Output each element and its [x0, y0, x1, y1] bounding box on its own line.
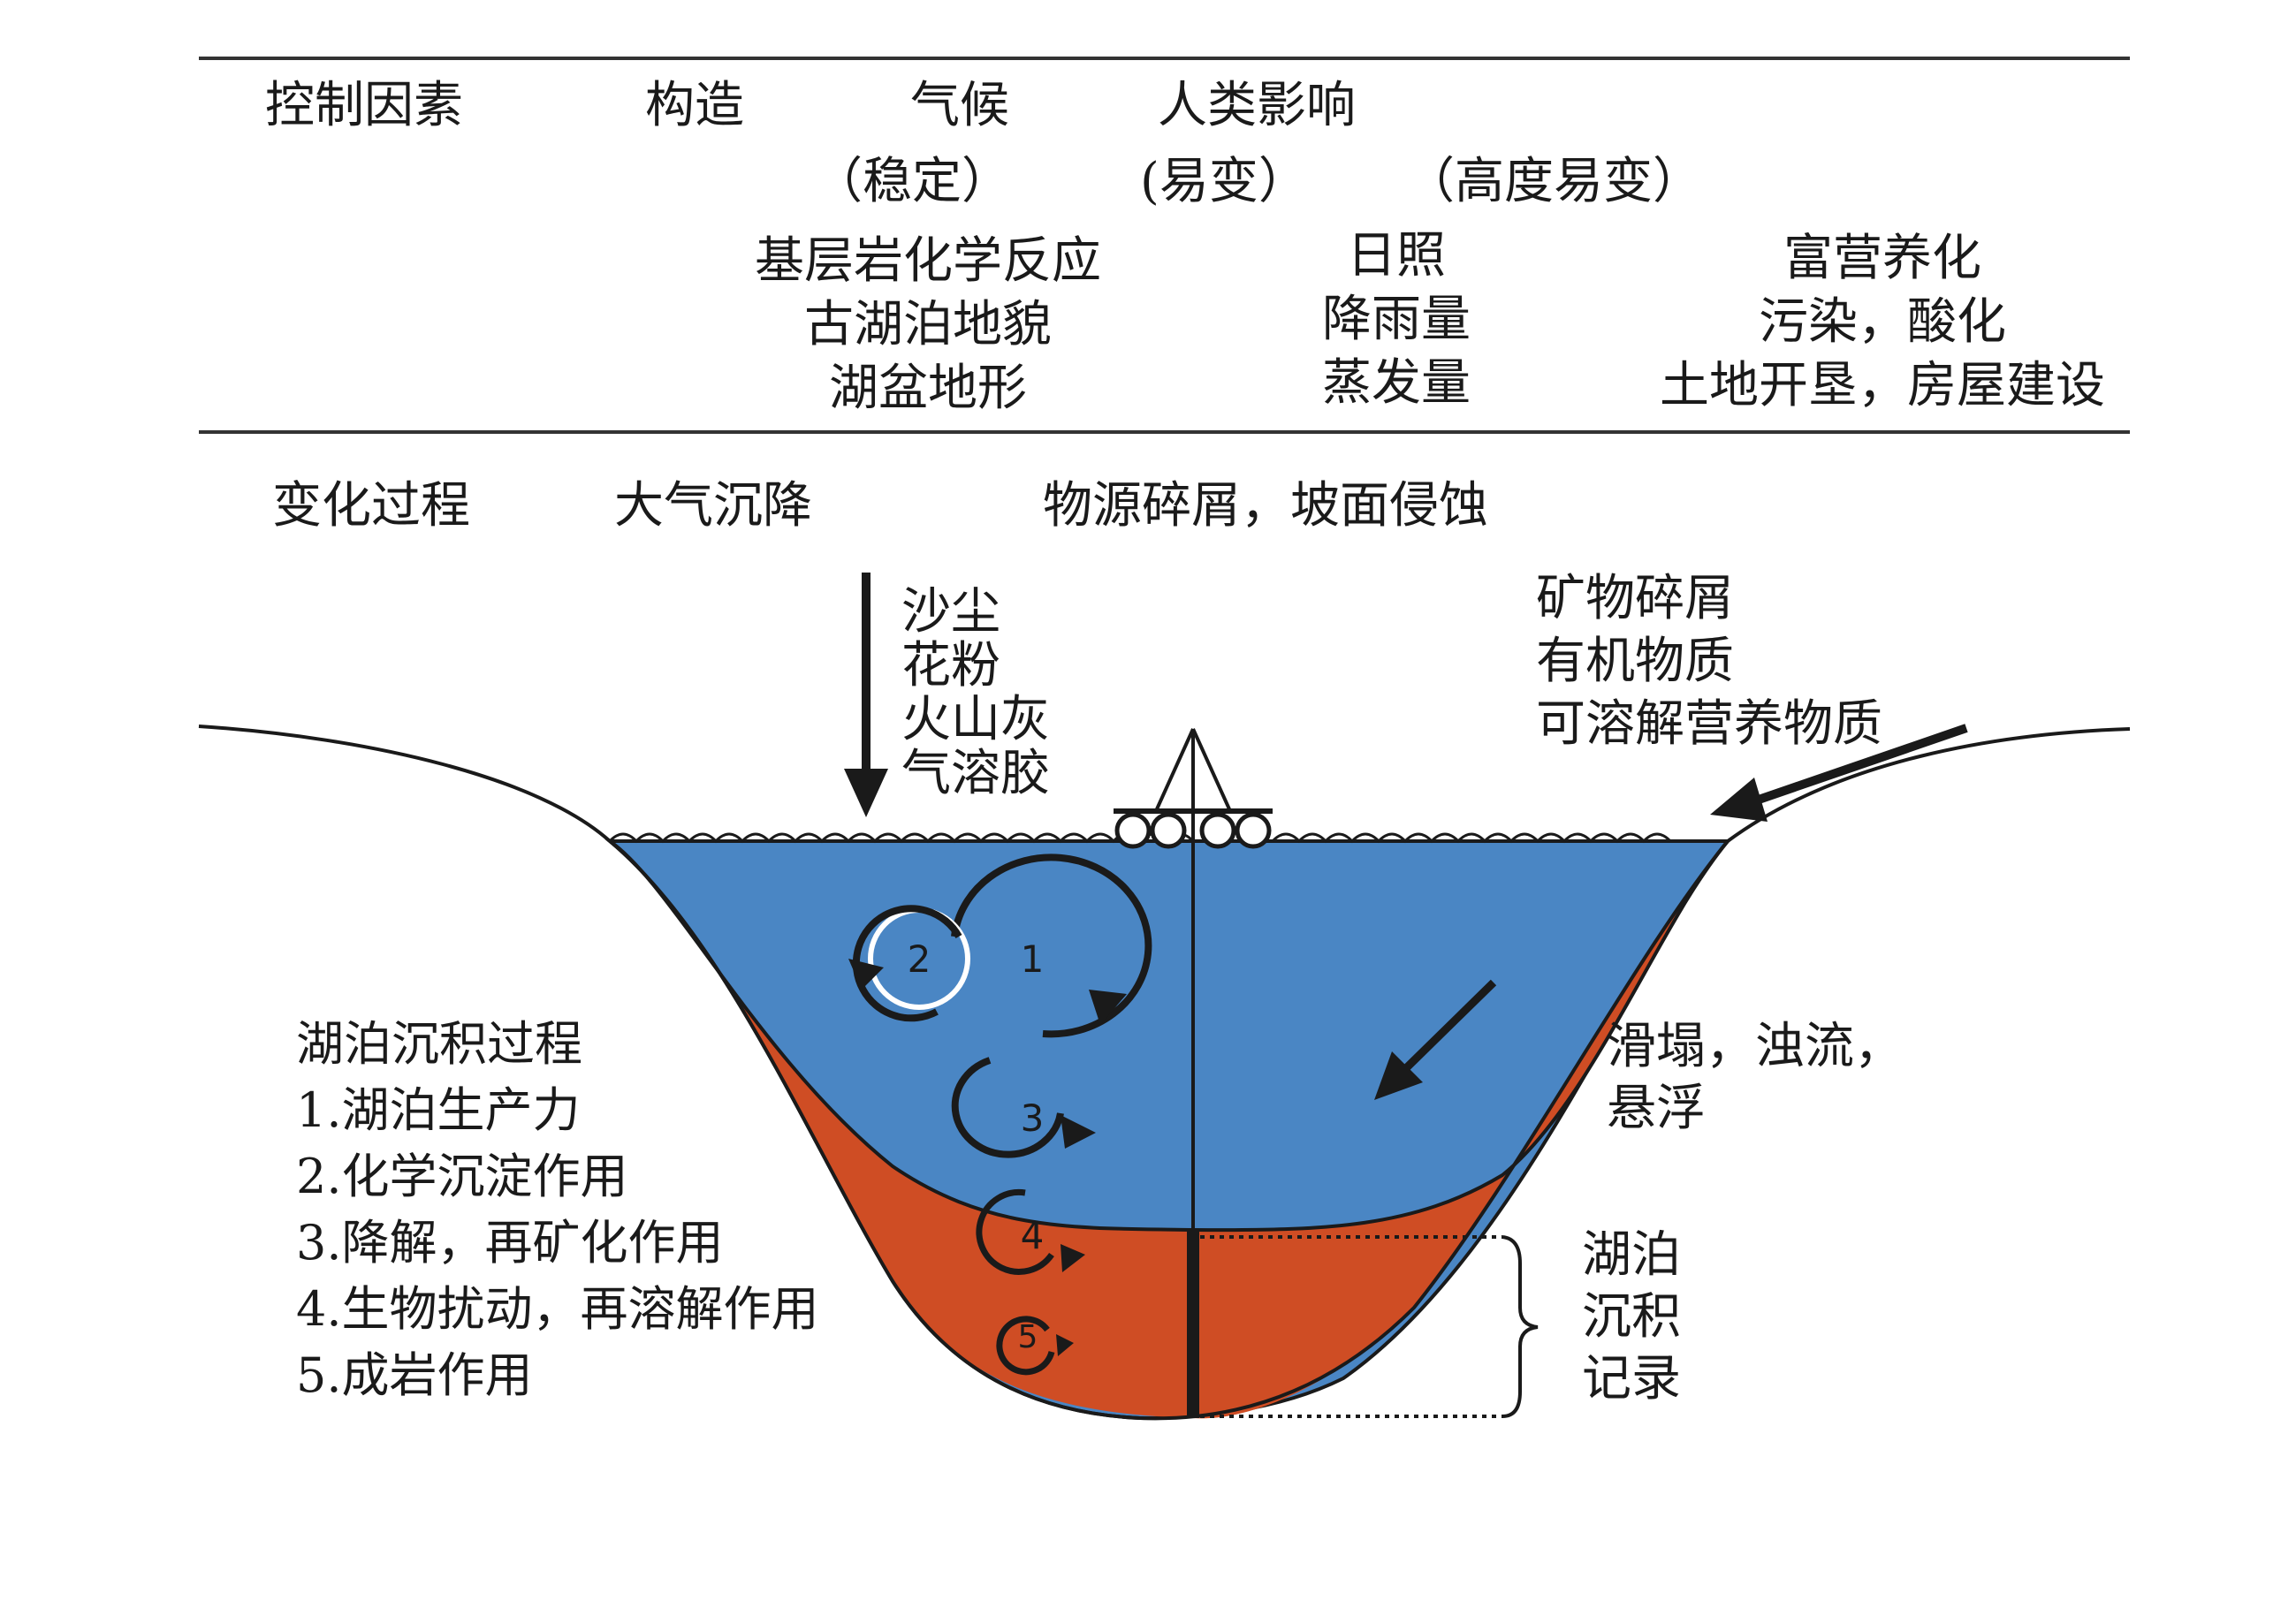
tectonic-item: 古湖泊地貌 [804, 296, 1052, 353]
cycle-number: 1 [1021, 937, 1045, 981]
legend-title: 湖泊沉积过程 [296, 1016, 582, 1072]
human-item: 富营养化 [1783, 230, 1981, 287]
atmospheric-item: 气溶胶 [901, 745, 1050, 802]
cycle-number: 5 [1018, 1319, 1038, 1355]
catchment-item: 有机物质 [1536, 633, 1734, 690]
record-line: 记录 [1582, 1350, 1681, 1407]
sediment-right [1193, 841, 1728, 1419]
human-items: 富营养化 污染，酸化 土地开垦，房屋建设 [1626, 234, 2139, 425]
cycle-3 [951, 1057, 1096, 1158]
record-bracket [1200, 1235, 1539, 1418]
climate-item: 日照 [1347, 227, 1446, 285]
cycle-number: 4 [1021, 1214, 1045, 1257]
atmospheric-item: 沙尘 [901, 583, 1000, 641]
legend-item: 3.降解，再矿化作用 [296, 1215, 724, 1271]
catchment-item: 矿物碎屑 [1536, 570, 1734, 627]
cycle-number: 2 [908, 937, 931, 981]
slump-label: 滑塌，浊流， 悬浮 [1607, 1022, 1904, 1146]
catchment-items: 矿物碎屑 有机物质 可溶解营养物质 [1536, 574, 1882, 762]
land-profile-left [198, 725, 612, 843]
highly-variable-label: （高度易变） [1405, 153, 1702, 210]
stable-label: （稳定） [813, 153, 1011, 210]
catchment-item: 可溶解营养物质 [1536, 695, 1882, 753]
slump-line: 滑塌，浊流， [1607, 1018, 1904, 1075]
atmospheric-item: 花粉 [901, 637, 1000, 694]
slump-line: 悬浮 [1607, 1080, 1706, 1137]
human-item: 土地开垦，房屋建设 [1660, 357, 2105, 414]
cycle-number: 3 [1021, 1096, 1045, 1140]
atmospheric-item: 火山灰 [901, 691, 1050, 748]
cycle-1 [951, 854, 1152, 1038]
human-impact-label: 人类影响 [1158, 77, 1356, 134]
tectonic-item: 湖盆地形 [829, 360, 1027, 417]
sediment-left [610, 841, 1193, 1418]
water-surface-waves [608, 832, 1672, 844]
legend-item: 1.湖泊生产力 [296, 1082, 581, 1138]
cycle-4 [976, 1188, 1085, 1275]
legend-item: 2.化学沉淀作用 [296, 1149, 628, 1204]
cycle-5 [996, 1316, 1074, 1376]
tectonic-item: 基层岩化学反应 [755, 232, 1101, 290]
record-line: 湖泊 [1582, 1226, 1681, 1284]
sediment-record-label: 湖泊 沉积 记录 [1582, 1231, 1681, 1416]
top-rule [199, 57, 2130, 60]
control-factors-label: 控制因素 [265, 77, 463, 134]
human-item: 污染，酸化 [1759, 293, 2006, 351]
coring-platform [1114, 728, 1273, 849]
atmospheric-items: 沙尘 花粉 火山灰 气溶胶 [901, 588, 1050, 803]
legend-item: 5.成岩作用 [296, 1347, 533, 1403]
cycle-2 [848, 905, 970, 1022]
climate-label: 气候 [910, 77, 1009, 134]
slump-arrow [1402, 979, 1497, 1073]
tectonic-items: 基层岩化学反应 古湖泊地貌 湖盆地形 [734, 237, 1122, 428]
tectonic-label: 构造 [645, 77, 744, 134]
sediment-core [1187, 1230, 1199, 1418]
record-line: 沉积 [1582, 1288, 1681, 1346]
middle-rule [199, 430, 2130, 434]
process-legend: 湖泊沉积过程 1.湖泊生产力 2.化学沉淀作用 3.降解，再矿化作用 4.生物扰… [296, 1020, 819, 1418]
atmospheric-deposition-label: 大气沉降 [614, 477, 812, 535]
climate-item: 降雨量 [1322, 291, 1471, 348]
change-process-label: 变化过程 [272, 477, 470, 535]
climate-items: 日照 降雨量 蒸发量 [1273, 231, 1520, 422]
climate-item: 蒸发量 [1322, 354, 1471, 412]
variable-label: (易变） [1140, 153, 1308, 210]
legend-item: 4.生物扰动，再溶解作用 [296, 1281, 819, 1337]
catchment-arrow [1757, 724, 1968, 804]
land-profile-right [1726, 727, 2131, 843]
source-debris-label: 物源碎屑，坡面侵蚀 [1043, 477, 1488, 535]
